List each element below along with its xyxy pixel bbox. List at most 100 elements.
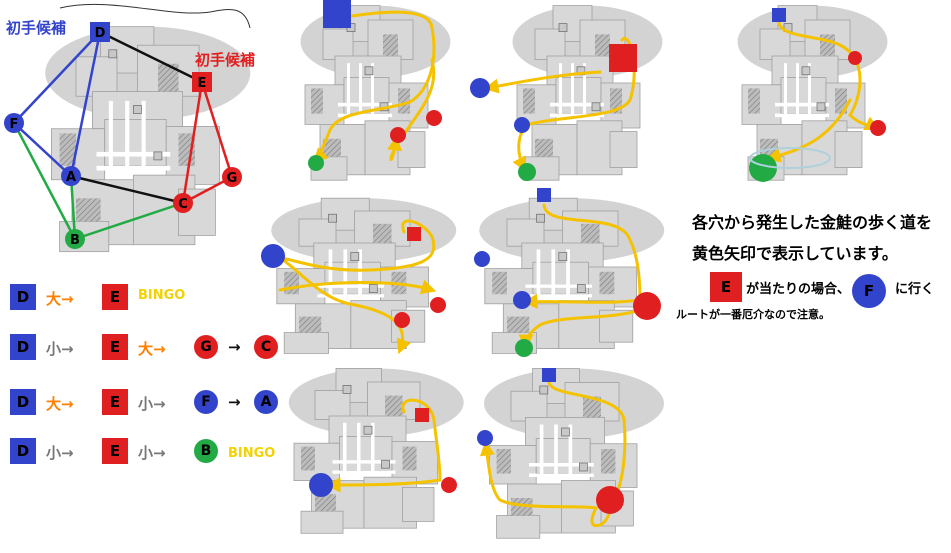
seq-text: → (228, 338, 241, 356)
edge-A-B (69, 175, 77, 240)
node-E (192, 72, 212, 92)
map-hatch (76, 198, 101, 222)
seq-text: 大→ (46, 290, 74, 308)
map-corridor (371, 63, 374, 118)
map-hatch (507, 316, 530, 333)
map-grate (558, 23, 568, 32)
seq-square-E: E (102, 389, 128, 415)
route-start-square-5 (537, 188, 551, 202)
map-hatch (595, 34, 610, 56)
seq-text: 大→ (46, 395, 74, 413)
edge-D-F (13, 31, 101, 124)
map-corridor (566, 249, 570, 298)
edge-A-C (70, 174, 184, 205)
map-corridor (554, 424, 558, 477)
seq-square-E: E (102, 284, 128, 310)
node-label-C: C (178, 197, 188, 212)
map-hatch (599, 271, 615, 295)
map-corridor (338, 102, 392, 107)
edge-F-A (13, 122, 72, 177)
route-start-square-1 (323, 0, 351, 28)
route-path-4 (274, 219, 436, 355)
map-grate (381, 459, 390, 469)
map-grate (561, 427, 570, 437)
map-block (75, 56, 118, 97)
seq-circle-G: G (194, 335, 218, 359)
map-grate (558, 252, 568, 261)
map-corridor (343, 249, 348, 298)
map-hatch (535, 138, 553, 157)
map-hatch (820, 34, 835, 56)
map-hatch (315, 494, 336, 512)
map-corridor (358, 249, 362, 298)
map-corridor (338, 113, 392, 118)
map-corridor (371, 422, 375, 474)
map-corridor (539, 424, 544, 477)
route-marker-blue (261, 244, 285, 268)
map-corridor (96, 151, 171, 157)
map-grate (342, 385, 352, 394)
node-label-G: G (227, 171, 238, 186)
route-path-6 (325, 398, 442, 493)
map-hatch (299, 316, 322, 333)
map-block (510, 390, 548, 422)
map-block (609, 131, 638, 169)
map-corridor (332, 460, 396, 464)
map-corridor (357, 422, 361, 474)
seq-text: BINGO (138, 288, 186, 303)
map-block (506, 218, 545, 247)
seq-square-D: D (10, 389, 36, 415)
route-marker-red (596, 486, 624, 514)
map-grate (363, 425, 373, 435)
route-map-2-base (512, 5, 663, 181)
edge-E-G (200, 81, 234, 178)
map-corridor (550, 102, 604, 107)
route-marker-red (430, 297, 446, 313)
map-block (496, 515, 541, 539)
map-corridor (529, 463, 594, 467)
route-start-square-6 (415, 408, 429, 422)
water-ring (749, 147, 831, 169)
map-grate (108, 49, 118, 59)
map-block (300, 510, 344, 534)
seq-square-E: E (102, 334, 128, 360)
route-marker-red (394, 312, 410, 328)
map-corridor (317, 294, 385, 298)
note-line-1: 各穴から発生した金鮭の歩く道を (692, 213, 933, 232)
map-block (322, 28, 354, 61)
route-map-5-base (479, 197, 665, 354)
route-marker-green (518, 163, 536, 181)
map-block (298, 218, 337, 247)
route-marker-red (426, 110, 442, 126)
map-hatch (158, 63, 179, 92)
map-corridor (125, 100, 130, 171)
map-block (834, 131, 863, 169)
node-label-D: D (95, 26, 106, 41)
map-corridor (775, 102, 829, 107)
map-grate (368, 284, 378, 293)
route-start-square-4 (407, 227, 421, 241)
node-G (222, 167, 242, 187)
map-hatch (601, 449, 616, 474)
route-marker-green (308, 155, 324, 171)
route-marker-blue (309, 473, 333, 497)
route-marker-blue (513, 291, 531, 309)
map-hatch (398, 88, 410, 114)
candidate-label-left: 初手候補 (6, 19, 66, 37)
map-corridor (583, 63, 586, 118)
map-corridor (343, 422, 347, 474)
map-block (534, 28, 566, 61)
map-grate (579, 462, 588, 472)
seq-square-D: D (10, 334, 36, 360)
route-path-5-b (518, 308, 642, 350)
map-corridor (796, 63, 799, 118)
candidate-label-right: 初手候補 (195, 51, 255, 69)
seq-circle-A: A (254, 390, 278, 414)
route-path-5 (522, 203, 642, 309)
seq-circle-C: C (254, 335, 278, 359)
sketch-line (59, 3, 251, 29)
seq-text: 小→ (138, 444, 166, 462)
map-hatch (385, 395, 403, 416)
